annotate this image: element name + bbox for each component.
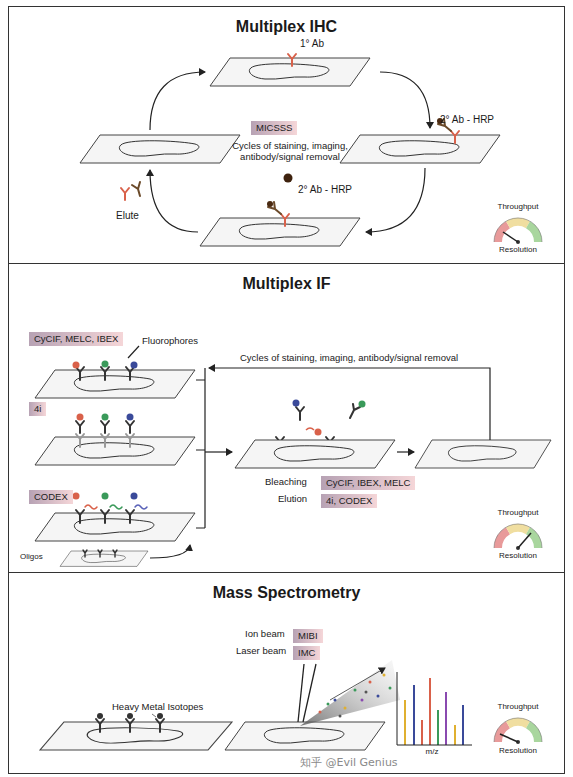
- annotation-label: Laser beam: [236, 646, 286, 657]
- method-name: CODEX: [34, 491, 68, 502]
- method-name: MIBI: [298, 630, 318, 641]
- annotation-label: Heavy Metal Isotopes: [112, 702, 203, 713]
- method-tag: IMC: [293, 646, 320, 660]
- panel-band: Multiplex IF CyCIF, MELC, IBEX 4iCODEX CyCI…: [8, 263, 565, 573]
- panel-band: Mass SpectrometryMIBI IMC: [8, 572, 565, 774]
- panel-title: Mass Spectrometry: [9, 584, 564, 602]
- annotation-label: 2° Ab - HRP: [298, 184, 352, 196]
- method-name: MICSSS: [256, 122, 292, 133]
- annotation-label: Bleaching: [265, 477, 307, 488]
- annotation-label: Elute: [116, 210, 139, 222]
- method-tag: 4i: [29, 402, 46, 416]
- annotation-label: Resolution: [499, 245, 537, 254]
- annotation-label: 2° Ab - HRP: [440, 114, 494, 126]
- annotation-label: Oligos: [20, 552, 43, 561]
- annotation-label: Ion beam: [245, 629, 285, 640]
- annotation-label: Throughput: [498, 202, 539, 211]
- method-tag: MICSSS: [251, 121, 297, 135]
- annotation-label: Cycles of staining, imaging, antibody/si…: [240, 353, 458, 364]
- method-name: 4i, CODEX: [326, 495, 372, 506]
- watermark: 知乎 @Evil Genius: [300, 757, 398, 770]
- annotation-label: Cycles of staining, imaging, antibody/si…: [225, 141, 355, 163]
- method-tag: MIBI: [293, 629, 323, 643]
- method-name: 4i: [34, 403, 41, 414]
- method-tag: CODEX: [29, 490, 73, 504]
- panel-title: Multiplex IF: [9, 275, 564, 293]
- method-name: IMC: [298, 647, 315, 658]
- annotation-label: Throughput: [498, 702, 539, 711]
- panel-title: Multiplex IHC: [9, 18, 564, 36]
- annotation-label: Fluorophores: [142, 336, 198, 347]
- panel-band: Multiplex IHC MICSSS: [8, 6, 565, 264]
- annotation-label: 1° Ab: [300, 38, 324, 50]
- method-tag: 4i, CODEX: [321, 494, 377, 508]
- method-tag: CyCIF, MELC, IBEX: [29, 332, 123, 346]
- annotation-label: Resolution: [499, 551, 537, 560]
- method-name: CyCIF, IBEX, MELC: [326, 477, 410, 488]
- annotation-label: Elution: [278, 494, 307, 505]
- annotation-label: Throughput: [498, 508, 539, 517]
- method-tag: CyCIF, IBEX, MELC: [321, 476, 415, 490]
- method-name: CyCIF, MELC, IBEX: [34, 333, 118, 344]
- annotation-label: Resolution: [499, 746, 537, 755]
- annotation-label: m/z: [426, 747, 439, 756]
